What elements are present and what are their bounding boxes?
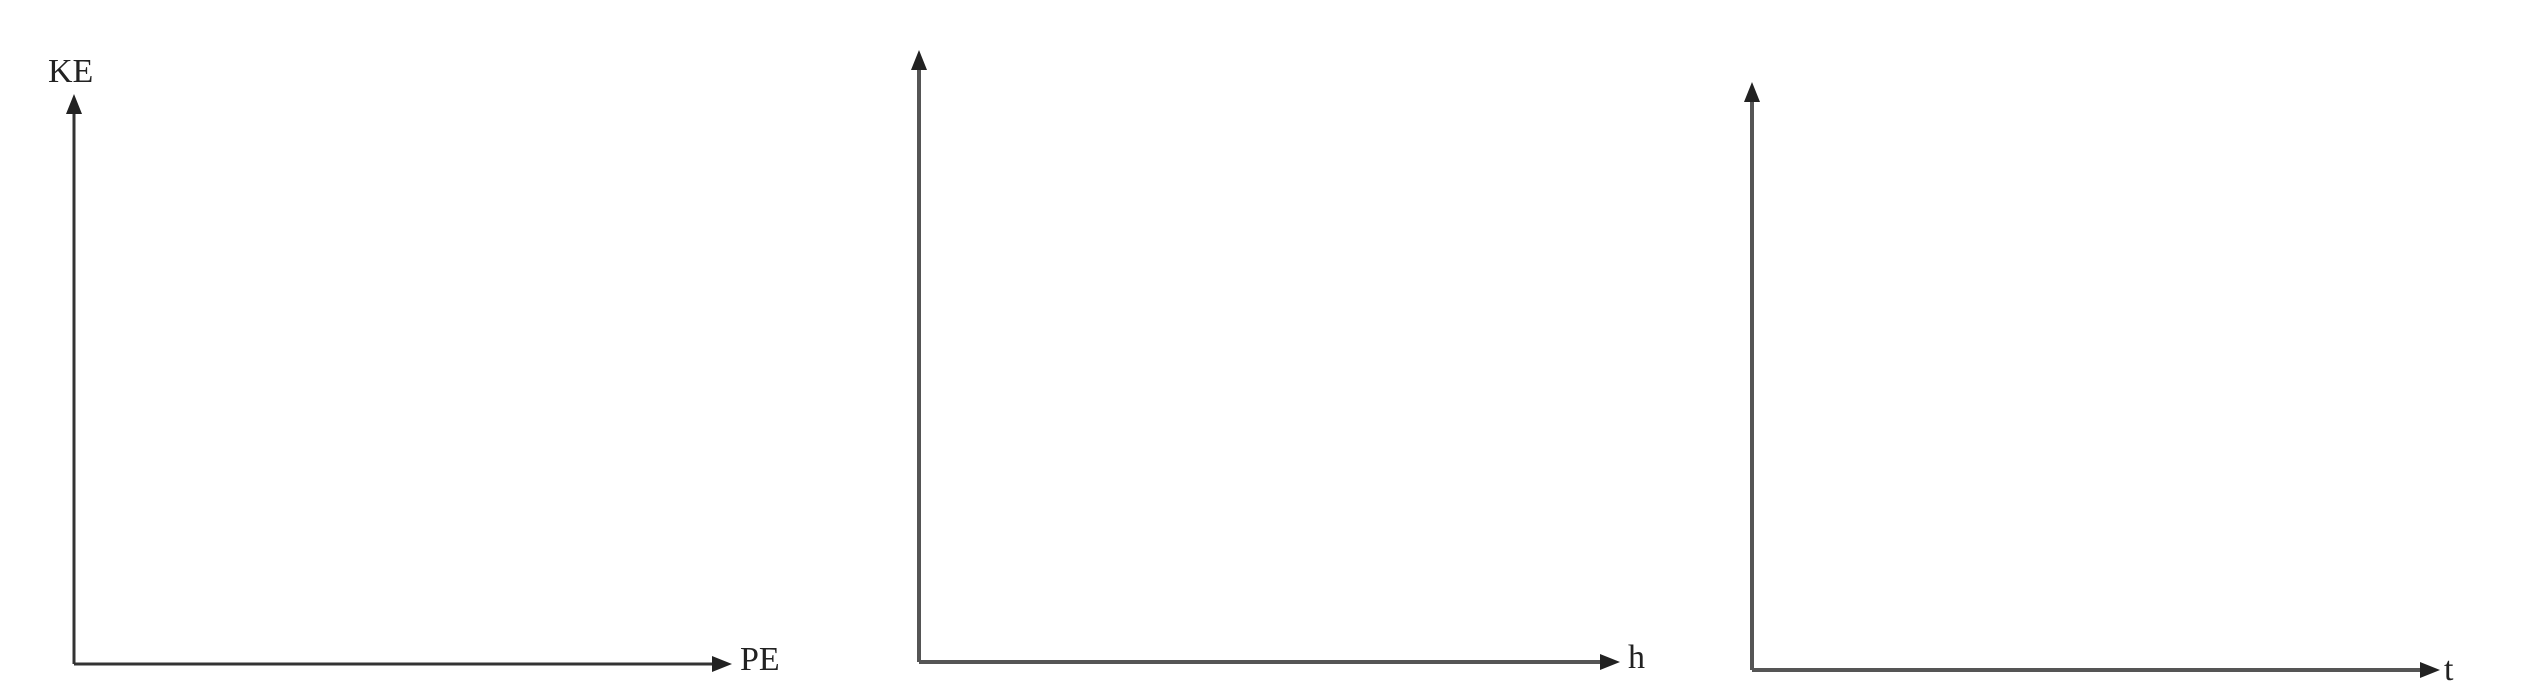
graph-2-x-axis-arrow bbox=[1600, 654, 1620, 670]
graph-2-y-axis-arrow bbox=[911, 50, 927, 70]
graph-vs-h: h bbox=[911, 50, 1645, 676]
graph-1-y-axis-arrow bbox=[66, 94, 82, 114]
graph-3-x-axis-label: t bbox=[2444, 651, 2454, 688]
graph-1-x-axis-label: PE bbox=[740, 641, 780, 678]
graph-1-y-axis-label: KE bbox=[48, 53, 93, 90]
graph-ke-vs-pe: KE PE bbox=[48, 53, 780, 678]
graph-1-x-axis-arrow bbox=[712, 656, 732, 672]
graph-3-x-axis-arrow bbox=[2420, 662, 2440, 678]
graph-3-y-axis-arrow bbox=[1744, 82, 1760, 102]
graph-vs-t: t bbox=[1744, 82, 2454, 688]
graph-2-x-axis-label: h bbox=[1628, 639, 1645, 676]
